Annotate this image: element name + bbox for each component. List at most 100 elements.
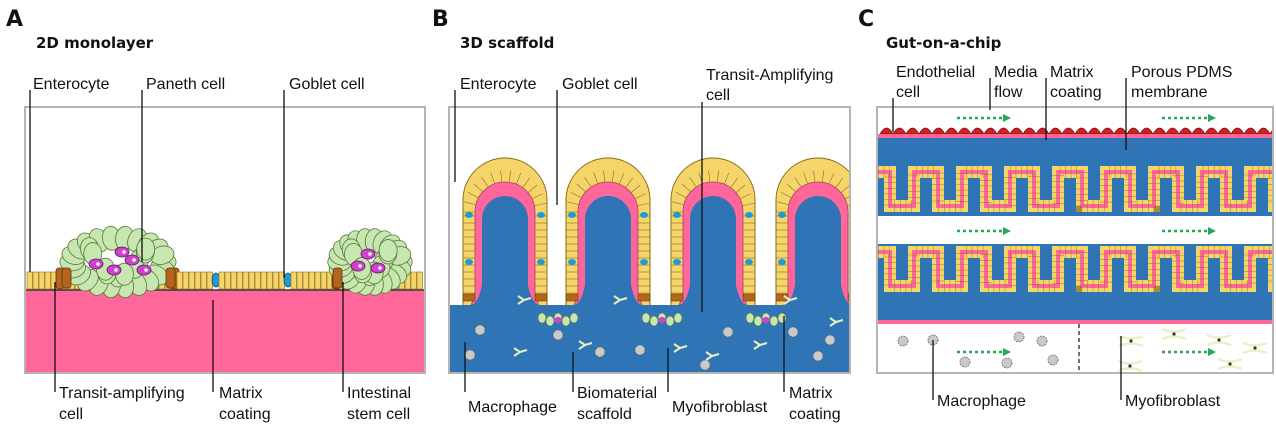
enterocyte-cell <box>309 272 315 289</box>
stem-cell <box>333 268 342 288</box>
label-ta-b-line1: Transit-Amplifying <box>706 67 833 84</box>
enterocyte-cell <box>225 272 231 289</box>
enterocyte-cell <box>45 272 51 289</box>
label-matrix-a-line1: Matrix <box>219 385 263 402</box>
paneth-granule <box>132 258 136 262</box>
paneth-granule <box>144 268 148 272</box>
enterocyte-cell <box>27 272 33 289</box>
macrophage-cell <box>813 351 823 361</box>
organoid-cell <box>137 238 155 260</box>
label-macrophage-b: Macrophage <box>468 399 557 416</box>
label-matrix-b-line1: Matrix <box>789 385 833 402</box>
enterocyte-cell <box>273 272 279 289</box>
label-scaffold-b-line1: Biomaterial <box>577 385 657 402</box>
enterocyte-cell <box>291 272 297 289</box>
panel-a-letter: A <box>6 7 23 32</box>
paneth-cell <box>115 247 129 257</box>
macrophage-cell <box>700 360 710 370</box>
enterocyte-cell <box>243 272 249 289</box>
top-matrix-coating <box>878 134 1274 138</box>
goblet-cell <box>568 259 576 265</box>
transit-amplifying-cell <box>638 294 650 301</box>
goblet-cell <box>465 212 473 218</box>
panel-a: A 2D monolayer Enterocyte Paneth cell Go… <box>6 7 425 423</box>
crypt-cell <box>642 313 650 323</box>
label-pdms-c-line1: Porous PDMS <box>1131 64 1232 81</box>
goblet-cell <box>537 212 545 218</box>
crypt-cell <box>770 316 778 326</box>
enterocyte-cell <box>411 272 417 289</box>
myofibroblast-nucleus <box>1129 339 1132 342</box>
organoid-cell <box>379 239 397 261</box>
bottom-matrix-coating <box>878 320 1274 324</box>
enterocyte-cell <box>249 272 255 289</box>
myofibroblast-nucleus <box>1172 332 1175 335</box>
crypt-cell <box>746 313 754 323</box>
macrophage-cell <box>825 335 835 345</box>
macrophage-cell <box>595 347 605 357</box>
enterocyte-cell <box>255 272 261 289</box>
paneth-granule <box>368 252 372 256</box>
enterocyte-cell <box>189 272 195 289</box>
label-pdms-c-line2: membrane <box>1131 84 1208 101</box>
macrophage-cell <box>898 336 908 346</box>
panel-b: B 3D scaffold Enterocyte Goblet cell Tra… <box>432 7 872 423</box>
macrophage-cell <box>723 327 733 337</box>
enterocyte-cell <box>195 272 201 289</box>
goblet-cell <box>640 259 648 265</box>
crypt-cell <box>778 313 786 323</box>
label-stem-a-line1: Intestinal <box>347 385 411 402</box>
macrophage-cell <box>1014 332 1024 342</box>
enterocyte-cell <box>297 272 303 289</box>
macrophage-cell <box>1002 358 1012 368</box>
crypt-cell <box>570 313 578 323</box>
enterocyte-cell <box>321 272 327 289</box>
paneth-cell <box>371 263 385 273</box>
paneth-cell <box>658 317 666 323</box>
label-myofibroblast-c: Myofibroblast <box>1125 393 1221 410</box>
panel-c-title: Gut-on-a-chip <box>886 34 1002 52</box>
paneth-cell <box>554 317 562 323</box>
goblet-cell <box>850 259 858 265</box>
macrophage-cell <box>553 330 563 340</box>
macrophage-cell <box>465 350 475 360</box>
label-goblet-a: Goblet cell <box>289 76 365 93</box>
label-media-c-line2: flow <box>994 84 1023 101</box>
transit-amplifying-cell <box>671 294 683 301</box>
paneth-cell <box>107 265 121 275</box>
label-myofibroblast-b: Myofibroblast <box>672 399 768 416</box>
goblet-cell <box>568 212 576 218</box>
goblet-cell <box>673 259 681 265</box>
label-stem-a-line2: stem cell <box>347 406 410 423</box>
goblet-cell <box>778 259 786 265</box>
paneth-cell <box>125 255 139 265</box>
paneth-cell <box>137 265 151 275</box>
label-endothelial-c-line1: Endothelial <box>896 64 975 81</box>
crypt-cell <box>754 316 762 326</box>
label-ta-a-line2: cell <box>59 406 83 423</box>
panel-c: C Gut-on-a-chip Endothelial cell Media f… <box>858 7 1276 410</box>
enterocyte-cell <box>303 272 309 289</box>
label-enterocyte-a: Enterocyte <box>33 76 110 93</box>
paneth-granule <box>378 266 382 270</box>
transit-amplifying-cell <box>566 294 578 301</box>
enterocyte-cell <box>237 272 243 289</box>
panel-b-letter: B <box>432 7 449 32</box>
label-media-c-line1: Media <box>994 64 1038 81</box>
paneth-cell <box>351 261 365 271</box>
myofibroblast-nucleus <box>1217 338 1220 341</box>
enterocyte-cell <box>267 272 273 289</box>
stem-cell <box>166 268 175 288</box>
label-endothelial-c-line2: cell <box>896 84 920 101</box>
crypt-cell <box>538 313 546 323</box>
goblet-cell <box>673 212 681 218</box>
label-macrophage-c: Macrophage <box>937 393 1026 410</box>
crypt-cell <box>650 316 658 326</box>
myofibroblast-nucleus <box>1128 364 1131 367</box>
label-scaffold-b-line2: scaffold <box>577 406 632 423</box>
crypt-cell <box>674 313 682 323</box>
panel-c-letter: C <box>858 7 874 32</box>
macrophage-cell <box>960 357 970 367</box>
pdms-membrane-bottom <box>878 296 1274 320</box>
label-matrix-a-line2: coating <box>219 406 271 423</box>
